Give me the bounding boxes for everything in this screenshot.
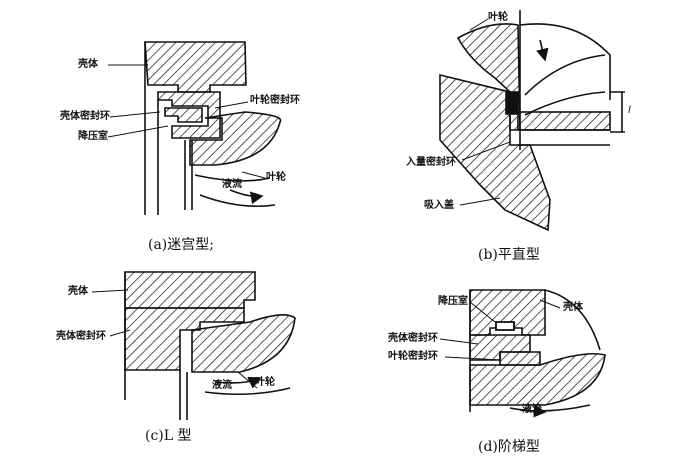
- panel-b-label-gap: l: [628, 105, 631, 116]
- panel-c-drawing: [124, 271, 296, 420]
- panel-b-label-inlet-seal-ring: 入量密封环: [406, 157, 456, 168]
- panel-c-label-casing: 壳体: [68, 286, 88, 297]
- panel-d-label-impeller-seal-ring: 叶轮密封环: [388, 351, 438, 362]
- panel-d-impeller: [469, 352, 606, 406]
- panel-c-impeller: [191, 314, 296, 373]
- panel-d-label-casing: 壳体: [563, 302, 583, 313]
- panel-c-label-casing-seal-ring: 壳体密封环: [56, 331, 106, 342]
- panel-d-label-liquid-flow: 液流: [522, 404, 542, 415]
- panel-a-label-impeller-seal-ring: 叶轮密封环: [250, 95, 300, 106]
- panel-b-label-inlet-cover: 吸入盖: [424, 200, 454, 211]
- panel-b-inlet-seal-ring: [505, 91, 519, 115]
- panel-a-caption: (a)迷宫型;: [148, 237, 214, 253]
- panel-a-label-pressure-relief-chamber: 降压室: [78, 131, 108, 142]
- panel-c-label-liquid-flow: 液流: [212, 380, 232, 391]
- panel-b-inlet-cover: [439, 73, 551, 232]
- panel-a-impeller: [189, 111, 282, 166]
- panel-c-casing: [124, 271, 256, 309]
- panel-c-caption: (c)L 型: [145, 428, 192, 444]
- panel-b-drawing: [439, 10, 625, 232]
- panel-a-label-casing: 壳体: [78, 59, 98, 70]
- panel-a-label-liquid-flow: 液流: [222, 179, 242, 190]
- panel-c-label-impeller: 叶轮: [255, 377, 275, 388]
- panel-a-drawing: [144, 41, 282, 215]
- panel-a-casing: [144, 41, 247, 93]
- panel-d-impeller-seal-ring: [499, 351, 541, 366]
- panel-a-label-impeller: 叶轮: [266, 172, 286, 183]
- panel-b-caption: (b)平直型: [478, 247, 540, 263]
- panel-a-impeller-seal-ring: [164, 107, 203, 123]
- panel-a-casing-seal-ring: [157, 91, 221, 139]
- panel-d-caption: (d)阶梯型: [478, 439, 540, 455]
- panel-d-drawing: [469, 289, 606, 418]
- panel-a-label-casing-seal-ring: 壳体密封环: [60, 111, 110, 122]
- panel-d-label-casing-seal-ring: 壳体密封环: [388, 333, 438, 344]
- panel-b-label-impeller: 叶轮: [488, 12, 508, 23]
- panel-d-label-pressure-relief-chamber: 降压室: [438, 296, 468, 307]
